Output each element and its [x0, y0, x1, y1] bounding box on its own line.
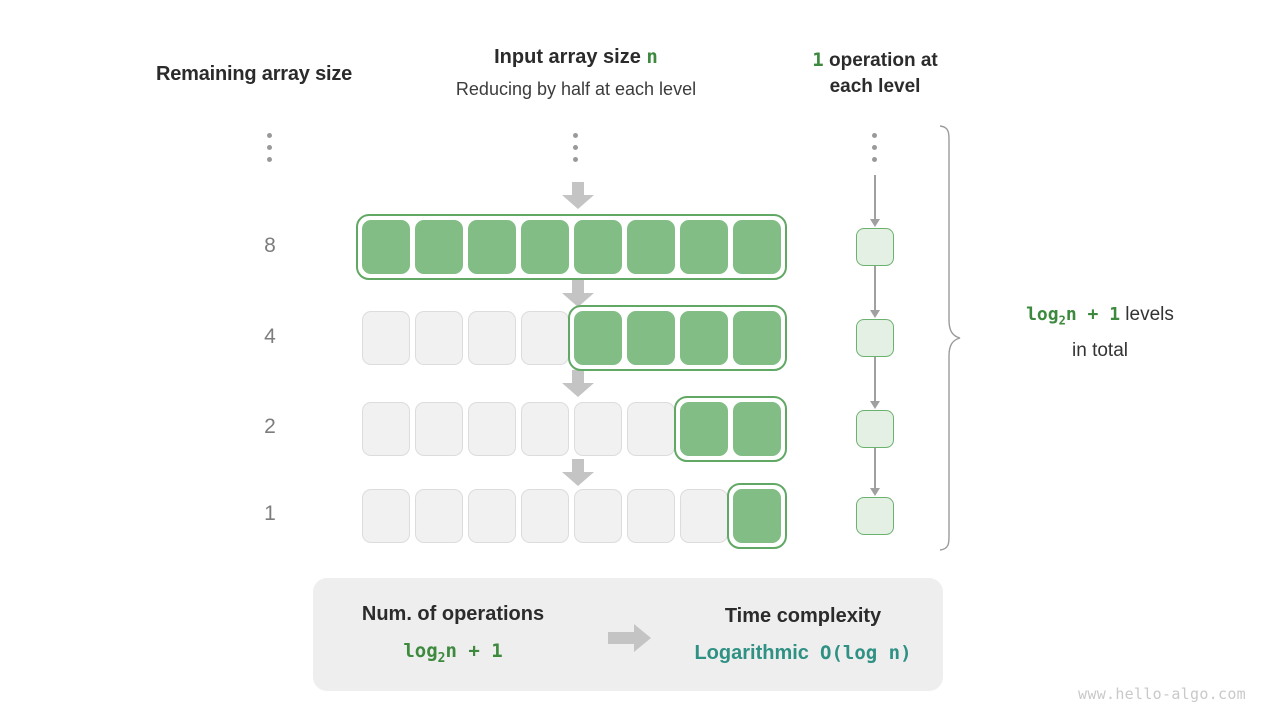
row-label-level-2: 2 — [264, 415, 276, 438]
array-cell — [680, 311, 728, 365]
array-cell — [362, 402, 410, 456]
site-watermark: www.hello-algo.com — [1078, 685, 1246, 703]
array-cell — [362, 489, 410, 543]
ops-connector-line-1 — [874, 357, 876, 403]
array-cell — [680, 489, 728, 543]
operation-box-level-1 — [856, 319, 894, 357]
row-label-level-0: 8 — [264, 234, 276, 257]
array-cell — [733, 489, 781, 543]
summary-panel: Num. of operations log2n + 1 Time comple… — [313, 578, 943, 691]
header-input-array-size: Input array size n — [385, 46, 767, 69]
array-cell — [521, 311, 569, 365]
summary-complexity-column: Time complexity Logarithmic O(log n) — [663, 578, 943, 691]
array-cell — [733, 402, 781, 456]
row-label-level-3: 1 — [264, 502, 276, 525]
array-cell — [574, 311, 622, 365]
array-cell — [415, 220, 463, 274]
levels-total-note: log2n + 1 levels in total — [985, 300, 1215, 366]
array-cell — [733, 220, 781, 274]
header-input-variable-n: n — [646, 46, 658, 68]
ellipsis-middle-icon — [573, 133, 578, 162]
header-ops-count: 1 — [812, 49, 824, 71]
summary-complexity-title: Time complexity — [724, 604, 882, 627]
array-row-level-2 — [362, 402, 781, 456]
array-cell — [415, 311, 463, 365]
summary-complexity-value: Logarithmic O(log n) — [694, 641, 912, 664]
operation-box-level-2 — [856, 410, 894, 448]
array-cell — [680, 402, 728, 456]
array-cell — [627, 311, 675, 365]
header-ops-line1: operation at — [823, 50, 938, 71]
array-cell — [468, 489, 516, 543]
ops-arrowhead-top — [870, 219, 880, 227]
array-cell — [468, 402, 516, 456]
array-cell — [362, 311, 410, 365]
header-ops-line2: each level — [829, 76, 921, 97]
array-cell — [574, 220, 622, 274]
header-input-text: Input array size — [494, 46, 647, 68]
header-operations-per-level: 1 operation at each level — [780, 47, 970, 100]
operation-box-level-3 — [856, 497, 894, 535]
summary-operations-value: log2n + 1 — [403, 640, 503, 666]
array-cell — [733, 311, 781, 365]
array-cell — [574, 402, 622, 456]
array-cell — [415, 489, 463, 543]
ops-arrowhead-2 — [870, 488, 880, 496]
operation-box-level-0 — [856, 228, 894, 266]
down-arrow-icon-3 — [562, 459, 594, 486]
summary-right-arrow-icon — [608, 624, 651, 652]
ops-arrowhead-0 — [870, 310, 880, 318]
array-row-level-3 — [362, 489, 781, 543]
array-row-level-0 — [362, 220, 781, 274]
array-cell — [627, 489, 675, 543]
down-arrow-icon-2 — [562, 370, 594, 397]
ellipsis-right-icon — [872, 133, 877, 162]
row-label-level-1: 4 — [264, 325, 276, 348]
array-cell — [362, 220, 410, 274]
ops-arrowhead-1 — [870, 401, 880, 409]
down-arrow-icon-0 — [562, 182, 594, 209]
ellipsis-left-icon — [267, 133, 272, 162]
array-cell — [627, 220, 675, 274]
ops-connector-line-0 — [874, 266, 876, 312]
summary-operations-column: Num. of operations log2n + 1 — [313, 578, 593, 691]
header-input-subtitle: Reducing by half at each level — [455, 79, 697, 99]
array-row-level-1 — [362, 311, 781, 365]
level-count-brace — [939, 125, 961, 551]
array-cell — [627, 402, 675, 456]
header-remaining-array-size: Remaining array size — [156, 63, 353, 85]
array-cell — [574, 489, 622, 543]
ops-connector-line-2 — [874, 448, 876, 490]
array-cell — [468, 311, 516, 365]
array-cell — [521, 489, 569, 543]
down-arrow-icon-1 — [562, 280, 594, 307]
levels-note-line2: in total — [1072, 339, 1128, 361]
array-cell — [521, 220, 569, 274]
array-cell — [468, 220, 516, 274]
array-cell — [521, 402, 569, 456]
ops-connector-line-top — [874, 175, 876, 221]
levels-formula: log2n + 1 — [1026, 304, 1121, 328]
summary-operations-title: Num. of operations — [361, 603, 545, 626]
array-cell — [680, 220, 728, 274]
levels-note-rest: levels — [1120, 304, 1174, 325]
array-cell — [415, 402, 463, 456]
